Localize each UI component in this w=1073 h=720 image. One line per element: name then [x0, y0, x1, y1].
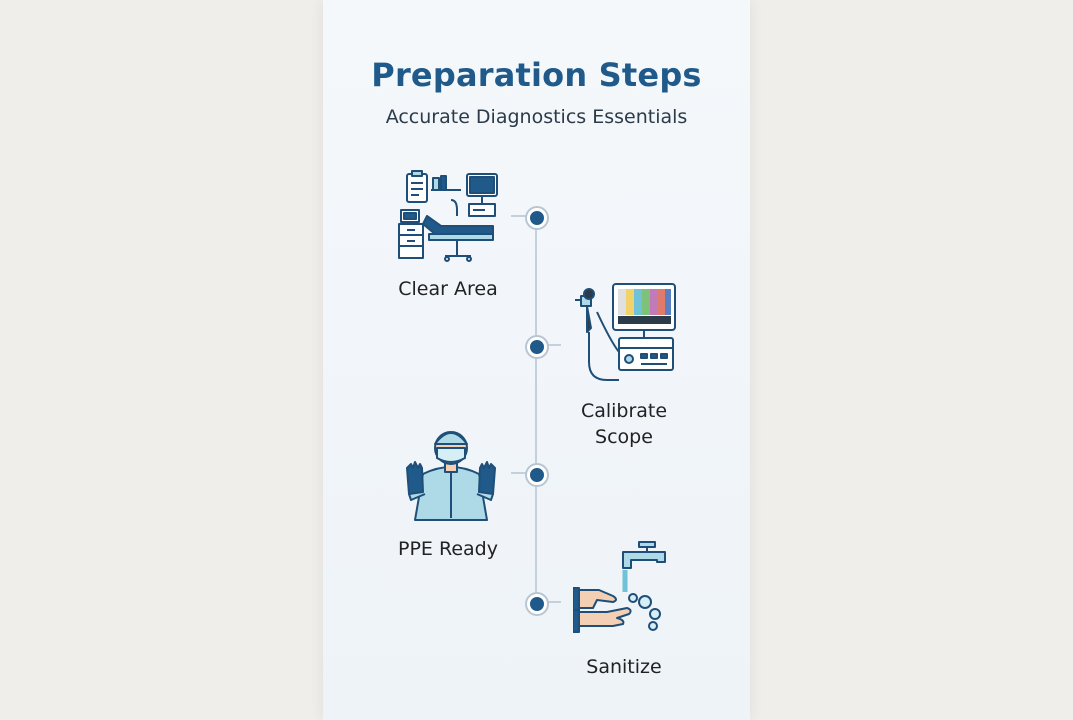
step-4-connector [537, 601, 561, 603]
step-1-node [527, 208, 547, 228]
timeline-line [535, 216, 537, 604]
handwashing-icon [573, 541, 666, 633]
step-3-node [527, 465, 547, 485]
gowned-clinician-icon [406, 431, 496, 521]
step-4-label: Sanitize [586, 656, 662, 678]
page-title: Preparation Steps [371, 56, 702, 94]
endoscope-monitor-icon [575, 283, 676, 381]
page-subtitle: Accurate Diagnostics Essentials [385, 106, 688, 128]
step-2-label: Calibrate Scope [580, 400, 668, 448]
step-1-connector [511, 215, 535, 217]
step-3-connector [511, 472, 535, 474]
step-1-label: Clear Area [398, 278, 498, 300]
step-2-connector [537, 344, 561, 346]
step-2-node [527, 337, 547, 357]
step-4-node [527, 594, 547, 614]
step-3-label: PPE Ready [398, 538, 498, 560]
exam-room-icon [398, 170, 498, 262]
infographic-card: Preparation Steps Accurate Diagnostics E… [323, 0, 750, 720]
